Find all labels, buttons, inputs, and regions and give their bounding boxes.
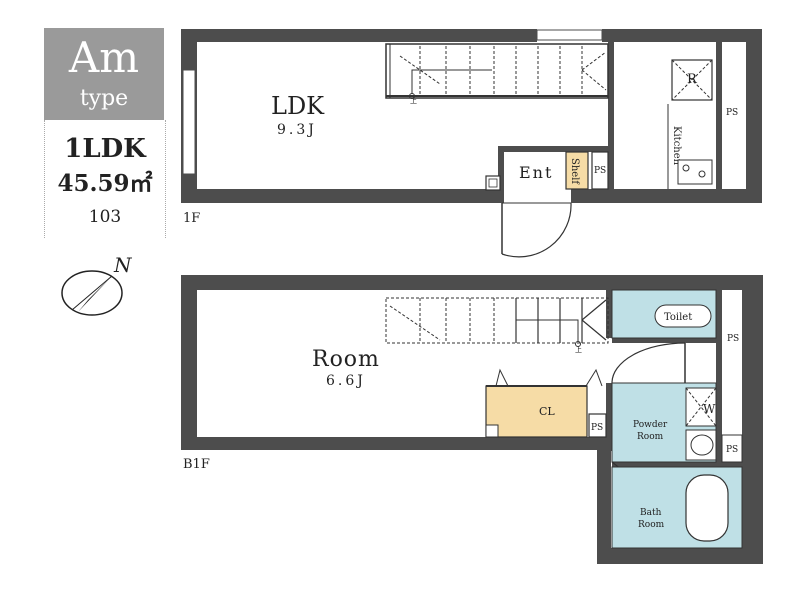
stairs-1f: 上 — [385, 43, 609, 105]
stove — [677, 159, 713, 185]
type-name: Am — [68, 33, 140, 82]
closet-label: CL — [539, 405, 555, 418]
wall-right — [746, 29, 762, 192]
toilet-bowl — [654, 304, 712, 328]
ps-b1f-closet — [588, 413, 607, 438]
toilet-label: Toilet — [664, 312, 692, 323]
layout-label: 1LDK — [64, 134, 146, 164]
ps-b1f-upper-label: PS — [727, 334, 739, 344]
kitchen-label: Kitchen — [671, 126, 682, 166]
window-top — [536, 29, 603, 41]
bath-label: Bath — [640, 508, 662, 518]
ps-partition — [716, 42, 722, 189]
compass-north-label: N — [113, 253, 133, 277]
closet-door-right — [585, 368, 603, 387]
entrance-ps-box — [485, 175, 501, 191]
stairs-b1f: 上 — [385, 297, 609, 354]
powder-label: Powder — [633, 420, 668, 430]
stairs-b1f-label: 上 — [575, 345, 582, 354]
wall-top-left — [181, 29, 537, 42]
wall-bottom-right — [571, 189, 762, 203]
ps-b1f-lower — [721, 434, 743, 463]
fridge-label: R — [687, 72, 698, 87]
floor-1f: 上 LDK 9.3J Ent Shelf PS — [181, 29, 762, 258]
b1f-small-box — [485, 424, 499, 438]
closet-door-left — [495, 368, 509, 387]
area-label: 45.59㎡ — [57, 170, 153, 197]
wall-top-right — [602, 29, 762, 42]
floor-b1f: 上 Room 6.6J CL PS Toilet — [181, 275, 763, 564]
floor-b1f-label: B1F — [183, 457, 210, 472]
ps-1f-entrance-label: PS — [594, 166, 606, 176]
type-header: Am type — [44, 28, 164, 120]
bath-room-label: Room — [638, 520, 665, 530]
powder-left-wall — [606, 383, 612, 451]
type-word: type — [79, 86, 129, 111]
ps-1f-entrance — [591, 151, 609, 190]
unit-summary: 1LDK 45.59㎡ 103 — [44, 120, 166, 238]
compass: N — [61, 253, 133, 316]
ps-b1f-lower-label: PS — [726, 445, 738, 455]
b1f-wall-right — [742, 275, 763, 564]
ldk-size: 9.3J — [277, 122, 317, 138]
powder-room-label: Room — [637, 432, 664, 442]
b1f-wall-bottom-left — [181, 437, 611, 450]
entrance-label: Ent — [519, 163, 553, 182]
b1f-wall-step — [597, 437, 611, 564]
compass-ring — [61, 270, 123, 316]
b1f-wall-top — [181, 275, 763, 290]
ps-1f-right-label: PS — [726, 108, 738, 118]
entrance-left-wall — [498, 146, 504, 203]
kitchen-partition — [608, 42, 614, 189]
b1f-wall-bottom — [597, 548, 763, 564]
b1f-ps-partition — [716, 290, 722, 466]
ps-b1f-closet-label: PS — [591, 423, 603, 433]
room-name: Room — [312, 347, 380, 372]
ldk-name: LDK — [271, 92, 325, 120]
shelf — [565, 151, 589, 190]
bath-top-wall — [612, 462, 742, 467]
toilet-bottom-wall — [612, 338, 716, 343]
room-number: 103 — [88, 207, 122, 227]
powder-door — [611, 342, 686, 384]
entrance-top-wall — [498, 146, 614, 152]
shelf-label: Shelf — [569, 158, 580, 185]
window-left — [182, 69, 196, 175]
b1f-wall-left — [181, 275, 197, 450]
floor-1f-label: 1F — [183, 211, 200, 226]
sink-bowl — [690, 434, 714, 456]
compass-axis — [71, 275, 113, 311]
stairs-1f-label: 上 — [410, 96, 417, 105]
entrance-door — [501, 202, 572, 258]
wall-bottom-left — [181, 189, 500, 203]
closet — [485, 385, 588, 438]
washer-label: W — [703, 402, 716, 416]
room-size: 6.6J — [326, 373, 366, 389]
toilet-left-wall — [606, 290, 612, 338]
bathtub — [685, 474, 729, 542]
compass-needle-icon — [78, 276, 112, 312]
